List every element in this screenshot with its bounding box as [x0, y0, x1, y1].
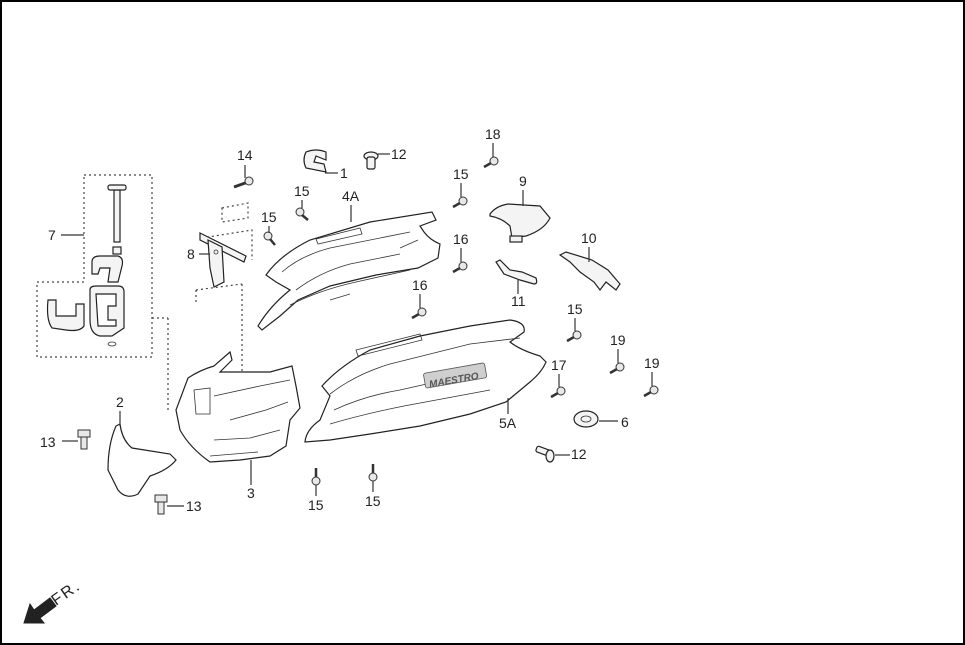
callout-8: 8 [187, 246, 195, 262]
screw-14 [233, 176, 254, 189]
leader-lines [61, 143, 653, 507]
part-8-bracket [199, 232, 247, 288]
screw-16-a [452, 261, 468, 274]
screw-19-b [643, 385, 659, 398]
callout-17: 17 [551, 357, 567, 373]
callout-19-b: 19 [644, 355, 660, 371]
callout-15-b: 15 [261, 209, 277, 225]
screw-15-b [263, 231, 276, 246]
callout-13-left: 13 [40, 434, 56, 450]
front-label: FR. [49, 577, 85, 609]
part-12-plug-lower [535, 445, 555, 463]
screw-17 [550, 386, 566, 399]
arrow-front-icon [23, 597, 57, 624]
callout-13-right: 13 [186, 498, 202, 514]
screw-15-c [452, 196, 468, 209]
front-direction-indicator: FR. [23, 577, 85, 624]
callout-18: 18 [485, 126, 501, 142]
callout-16-b: 16 [412, 277, 428, 293]
callout-labels: 1 2 3 4A 5A 6 7 8 9 10 11 12 12 13 13 14… [40, 126, 660, 514]
callout-4a: 4A [342, 188, 360, 204]
screw-15-f [368, 464, 378, 482]
callout-2: 2 [116, 394, 124, 410]
part-12-plug-upper [363, 151, 379, 170]
screw-15-a [295, 207, 309, 221]
callout-11: 11 [511, 293, 526, 309]
screw-19-a [609, 362, 625, 375]
callout-15-e: 15 [308, 497, 324, 513]
screw-15-d [566, 330, 582, 343]
part-10-bracket [558, 251, 621, 291]
callout-14: 14 [237, 147, 253, 163]
callout-15-c: 15 [453, 166, 469, 182]
callout-7: 7 [48, 227, 56, 243]
callout-16-a: 16 [453, 231, 469, 247]
callout-12-lower: 12 [571, 446, 587, 462]
part-4a-upper-side-cover [257, 211, 441, 331]
dotted-guide [221, 202, 249, 223]
bolt-13-left [77, 429, 91, 450]
dotted-guide [152, 229, 253, 410]
callout-5a: 5A [499, 415, 517, 431]
part-11-strip [495, 259, 538, 285]
callout-3: 3 [247, 485, 255, 501]
part-7-assembly [36, 174, 153, 358]
part-1-clip [303, 149, 327, 173]
screw-15-e [311, 468, 321, 486]
callout-15-a: 15 [294, 183, 310, 199]
screw-18 [483, 156, 499, 169]
callout-15-d: 15 [567, 301, 583, 317]
maestro-badge [423, 362, 488, 389]
screw-16-b [411, 307, 427, 320]
callout-1: 1 [340, 165, 348, 181]
callout-12-upper: 12 [391, 146, 407, 162]
part-5a-main-side-cover: MAESTRO [304, 319, 547, 443]
part-2-lower-panel [107, 423, 177, 497]
callout-19-a: 19 [610, 332, 626, 348]
callout-15-f: 15 [365, 493, 381, 509]
part-9-cap [489, 203, 551, 243]
bolt-13-right [154, 494, 168, 515]
callout-6: 6 [621, 414, 629, 430]
callout-10: 10 [581, 230, 597, 246]
callout-9: 9 [519, 173, 527, 189]
part-6-grommet [573, 410, 599, 428]
part-3-front-cover [175, 350, 301, 463]
